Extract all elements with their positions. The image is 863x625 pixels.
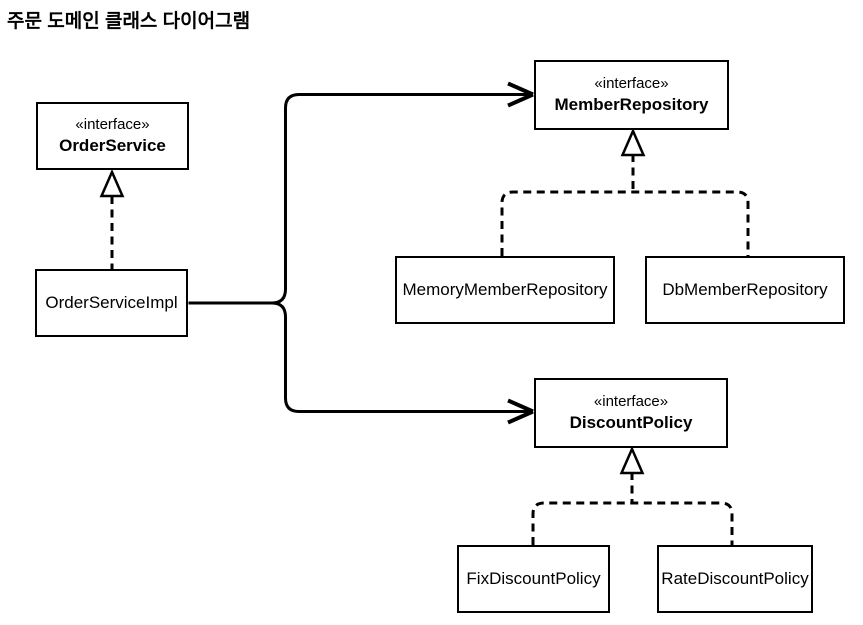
class-box-db-member-repository: DbMemberRepository (645, 256, 845, 324)
class-name: DiscountPolicy (569, 412, 693, 432)
dependency-branch-line (188, 93, 531, 413)
stereotype-label: «interface» (593, 393, 669, 411)
dependency-arrowhead-memberrepository (507, 81, 534, 108)
class-name: FixDiscountPolicy (466, 568, 601, 588)
diagram-title: 주문 도메인 클래스 다이어그램 (7, 11, 251, 32)
class-box-memory-member-repository: MemoryMemberRepository (395, 256, 615, 324)
realization-triangle-orderservice (99, 168, 125, 198)
class-box-order-service-impl: OrderServiceImpl (35, 269, 188, 337)
class-box-fix-discount-policy: FixDiscountPolicy (457, 545, 610, 613)
class-box-order-service: «interface» OrderService (36, 102, 189, 170)
realization-edge-memberrepository-fork (500, 190, 750, 256)
class-name: DbMemberRepository (662, 279, 828, 299)
class-name: OrderService (59, 135, 166, 155)
dependency-arrowhead-discountpolicy (507, 398, 534, 425)
realization-triangle-discountpolicy (619, 445, 645, 475)
class-box-discount-policy: «interface» DiscountPolicy (534, 378, 728, 448)
class-name: MemberRepository (554, 94, 709, 114)
class-name: MemoryMemberRepository (402, 279, 608, 299)
class-name: RateDiscountPolicy (661, 568, 809, 588)
class-box-member-repository: «interface» MemberRepository (534, 60, 729, 130)
class-box-rate-discount-policy: RateDiscountPolicy (657, 545, 813, 613)
realization-triangle-memberrepository (620, 127, 646, 157)
realization-edge-discountpolicy-fork (531, 501, 734, 545)
stereotype-label: «interface» (594, 75, 669, 93)
stereotype-label: «interface» (75, 116, 150, 134)
class-name: OrderServiceImpl (45, 292, 178, 312)
